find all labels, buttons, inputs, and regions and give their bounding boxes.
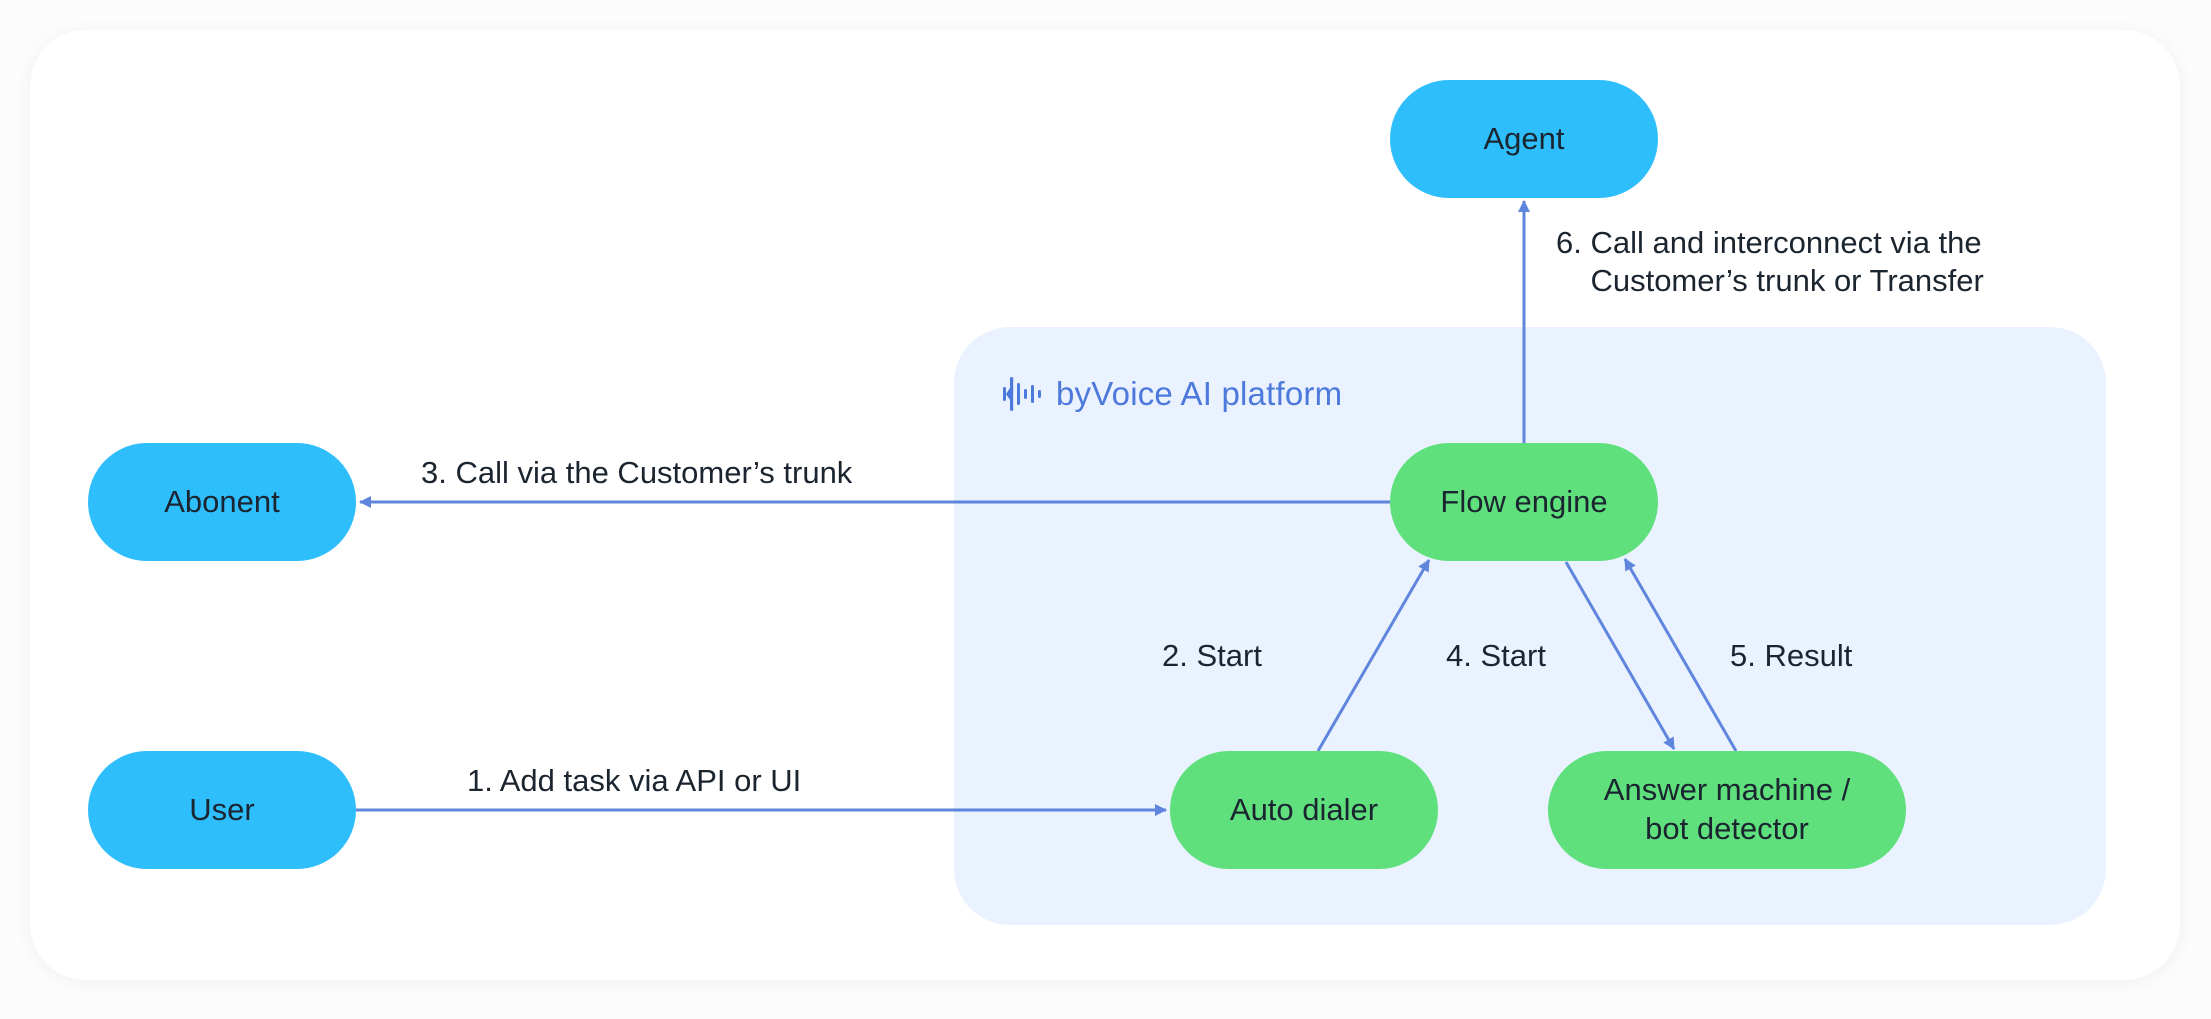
waveform-logo-icon [1003,377,1041,411]
node-auto-dialer-label: Auto dialer [1229,791,1379,827]
node-user-label: User [189,791,255,827]
edge-label-4: 4. Start [1446,638,1546,673]
edge-label-6: 6. Call and interconnect via the Custome… [1556,225,1984,298]
edge-label-3: 3. Call via the Customer’s trunk [421,455,853,490]
node-auto-dialer: Auto dialer [1170,751,1438,869]
node-flow-engine: Flow engine [1390,443,1658,561]
edge-label-1: 1. Add task via API or UI [467,763,802,798]
edge-label-2: 2. Start [1162,638,1262,673]
platform-region [954,327,2106,925]
edge-label-5: 5. Result [1730,638,1853,673]
platform-label-text: byVoice AI platform [1056,375,1343,412]
node-abonent: Abonent [88,443,356,561]
platform-label: byVoice AI platform [1002,372,1342,416]
node-abonent-label: Abonent [164,483,280,519]
node-agent: Agent [1390,80,1658,198]
node-answer-machine-label: Answer machine / bot detector [1603,772,1851,846]
node-user: User [88,751,356,869]
node-flow-engine-label: Flow engine [1440,483,1608,519]
node-agent-label: Agent [1483,120,1565,156]
node-answer-machine: Answer machine / bot detector [1548,751,1906,869]
